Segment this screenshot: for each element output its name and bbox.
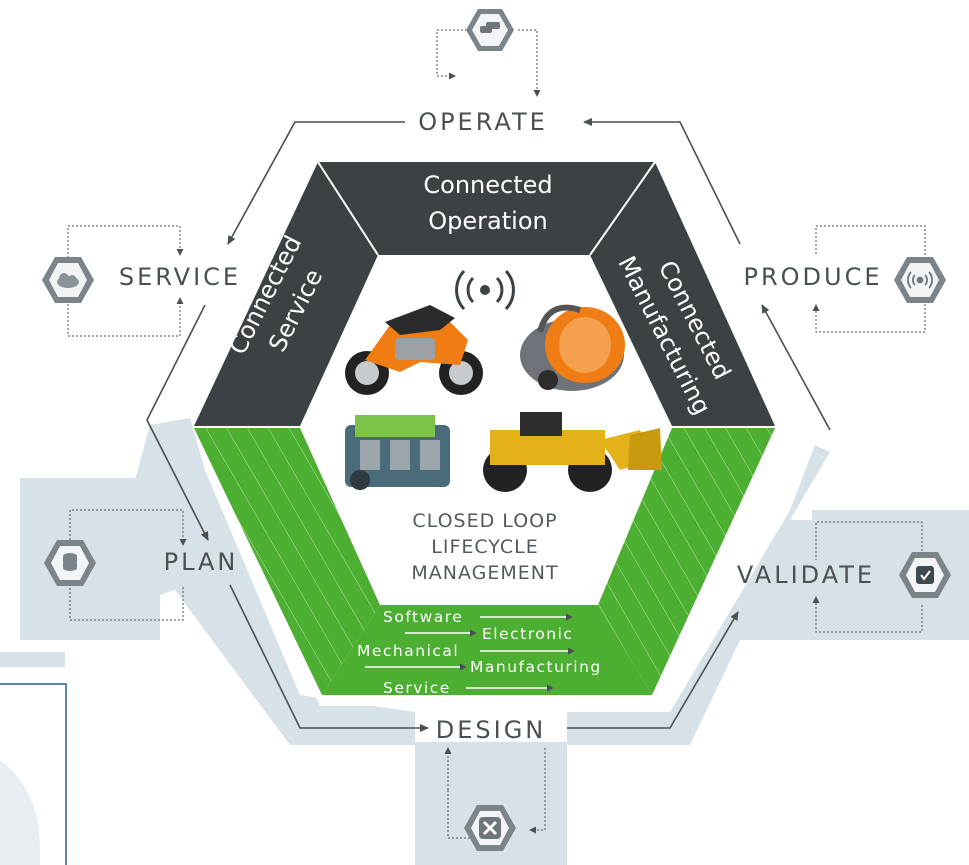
flow-label-electronic: Electronic: [482, 625, 573, 643]
wireless-signal-icon: [907, 271, 933, 289]
database-icon: [63, 553, 77, 571]
car-icon: [480, 22, 500, 33]
icon-service: [42, 257, 94, 303]
label-connected-operation: Connected Operation: [423, 171, 552, 235]
flow-label-manufacturing: Manufacturing: [470, 658, 602, 676]
flow-labels: Software Electronic Mechanical Manufactu…: [357, 608, 602, 697]
vacuum-cleaner-image: [520, 304, 625, 391]
stage-label-service: SERVICE: [119, 263, 241, 291]
svg-text:Operation: Operation: [428, 207, 547, 235]
icon-validate: [899, 552, 951, 598]
flow-label-software: Software: [383, 608, 463, 626]
tools-icon: [479, 817, 501, 839]
icon-operate: [466, 9, 514, 51]
segment-connected-service: [194, 162, 378, 426]
wheel-loader-image: [483, 412, 662, 492]
dotted-loops: [67, 29, 926, 839]
green-segment-right: [598, 428, 775, 695]
stage-label-validate: VALIDATE: [737, 561, 875, 589]
cloud-tools-icon: [57, 273, 79, 288]
lifecycle-loop-arrows: [146, 118, 831, 732]
icon-design: [464, 805, 516, 851]
segment-connected-manufacturing: [590, 162, 775, 426]
center-title: CLOSED LOOP LIFECYCLE MANAGEMENT: [411, 510, 558, 584]
flow-label-service: Service: [383, 679, 451, 697]
engine-image: [345, 415, 450, 490]
icon-produce: [894, 257, 946, 303]
checkbox-icon: [916, 566, 934, 584]
stage-label-produce: PRODUCE: [743, 263, 882, 291]
green-segment-bottom: [322, 605, 652, 695]
green-segment-left: [194, 428, 380, 695]
icon-plan: [44, 540, 96, 586]
svg-text:Connected: Connected: [423, 171, 552, 199]
flow-label-mechanical: Mechanical: [357, 642, 459, 660]
wireless-signal-icon: [455, 269, 515, 311]
stage-label-design: DESIGN: [436, 716, 547, 744]
stage-label-plan: PLAN: [164, 548, 239, 576]
svg-text:CLOSED LOOP: CLOSED LOOP: [412, 510, 557, 532]
motorcycle-image: [345, 305, 483, 395]
stage-label-operate: OPERATE: [418, 108, 548, 136]
svg-text:MANAGEMENT: MANAGEMENT: [411, 562, 558, 584]
svg-text:LIFECYCLE: LIFECYCLE: [431, 536, 538, 558]
segment-connected-operation: [318, 162, 655, 255]
partial-window-frame: [0, 683, 67, 865]
